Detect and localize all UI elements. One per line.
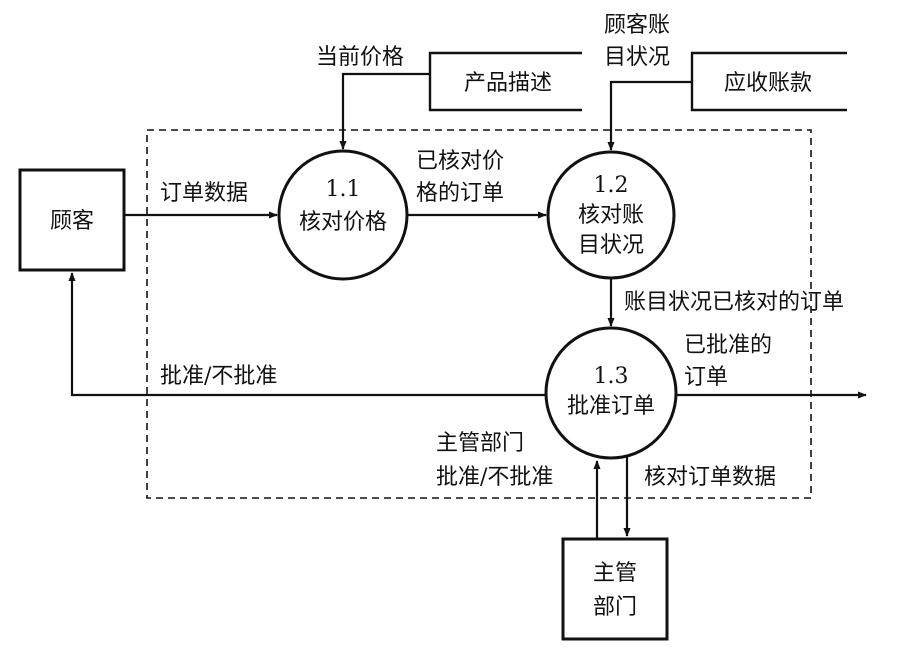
- product-description-store: 产品描述: [428, 51, 582, 112]
- process-1-1-label: 核对价格: [299, 210, 387, 235]
- flow-price-checked-label-line1: 已核对价: [416, 149, 504, 174]
- manager-entity-label-line2: 部门: [593, 595, 637, 620]
- flow-customer-account-label-line2: 目状况: [604, 45, 670, 70]
- process-1-3-id: 1.3: [594, 364, 629, 389]
- process-1-2: 1.2 核对账 目状况: [546, 150, 676, 280]
- flow-customer-account-arrow: [607, 80, 692, 151]
- flow-order-data-label: 订单数据: [160, 181, 248, 206]
- flow-check-order-data-label: 核对订单数据: [644, 465, 776, 490]
- process-1-2-label-line1: 核对账: [578, 203, 644, 228]
- process-1-3: 1.3 批准订单: [544, 326, 678, 460]
- process-1-2-id: 1.2: [594, 173, 629, 198]
- flow-current-price-arrow: [339, 72, 430, 150]
- process-1-1-id: 1.1: [326, 177, 361, 202]
- flow-price-checked-label-line2: 格的订单: [416, 181, 504, 206]
- customer-entity-label: 顾客: [50, 209, 94, 234]
- flow-approved-order-label-line1: 已批准的: [684, 333, 772, 358]
- customer-entity-box: [18, 168, 126, 272]
- manager-entity-label-line1: 主管: [593, 561, 637, 586]
- flow-customer-account-label-line1: 顾客账: [604, 13, 670, 38]
- flow-approve-reject-label: 批准/不批准: [160, 364, 277, 389]
- flow-account-checked-label: 账目状况已核对的订单: [624, 290, 844, 315]
- flow-manager-approve-label-line1: 主管部门: [436, 431, 524, 456]
- receivables-label: 应收账款: [724, 71, 812, 96]
- process-1-1: 1.1 核对价格: [277, 149, 409, 281]
- flow-approved-order-label-line2: 订单: [684, 365, 728, 390]
- process-1-3-label: 批准订单: [567, 394, 655, 419]
- product-description-label: 产品描述: [464, 71, 552, 96]
- flow-current-price-label: 当前价格: [316, 45, 404, 70]
- manager-entity-box: [561, 537, 669, 641]
- flow-manager-approve-label-line2: 批准/不批准: [436, 465, 553, 490]
- flow-approve-reject-arrow: [68, 272, 546, 397]
- process-1-2-label-line2: 目状况: [578, 233, 644, 258]
- receivables-store: 应收账款: [690, 51, 847, 112]
